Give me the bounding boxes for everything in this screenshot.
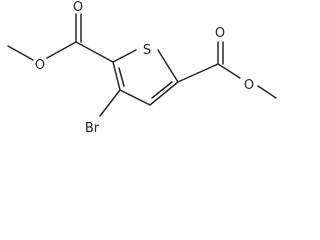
bond-ester-o-methyl-right	[257, 85, 277, 99]
bond-c2-c3-inner	[118, 67, 125, 87]
bond-c5-s	[157, 49, 179, 83]
bond-c3-c4	[119, 89, 151, 106]
atom-oxygen-right-carbonyl: O	[215, 26, 225, 41]
bond-carbonyl-left-ester-o	[46, 41, 77, 59]
molecule-structure: S Br O O O O	[7, 0, 277, 136]
atom-sulfur: S	[143, 43, 151, 58]
atom-bromine: Br	[85, 121, 100, 136]
bond-c3-br	[99, 89, 121, 117]
bond-carbonyl-right-ester-o	[217, 63, 241, 79]
atom-oxygen-right-ester: O	[244, 78, 254, 93]
atom-oxygen-left-carbonyl: O	[73, 0, 83, 15]
bond-c2-c3	[112, 61, 121, 91]
atom-oxygen-left-ester: O	[35, 58, 45, 73]
bond-c4-c5-inner	[151, 81, 173, 99]
bond-ester-o-methyl-left	[7, 45, 34, 61]
bond-c5-carbonyl-right	[177, 63, 219, 83]
bond-s-c2	[112, 49, 137, 63]
bond-c2-carbonyl-left	[75, 41, 114, 63]
bond-c4-c5	[149, 81, 179, 106]
